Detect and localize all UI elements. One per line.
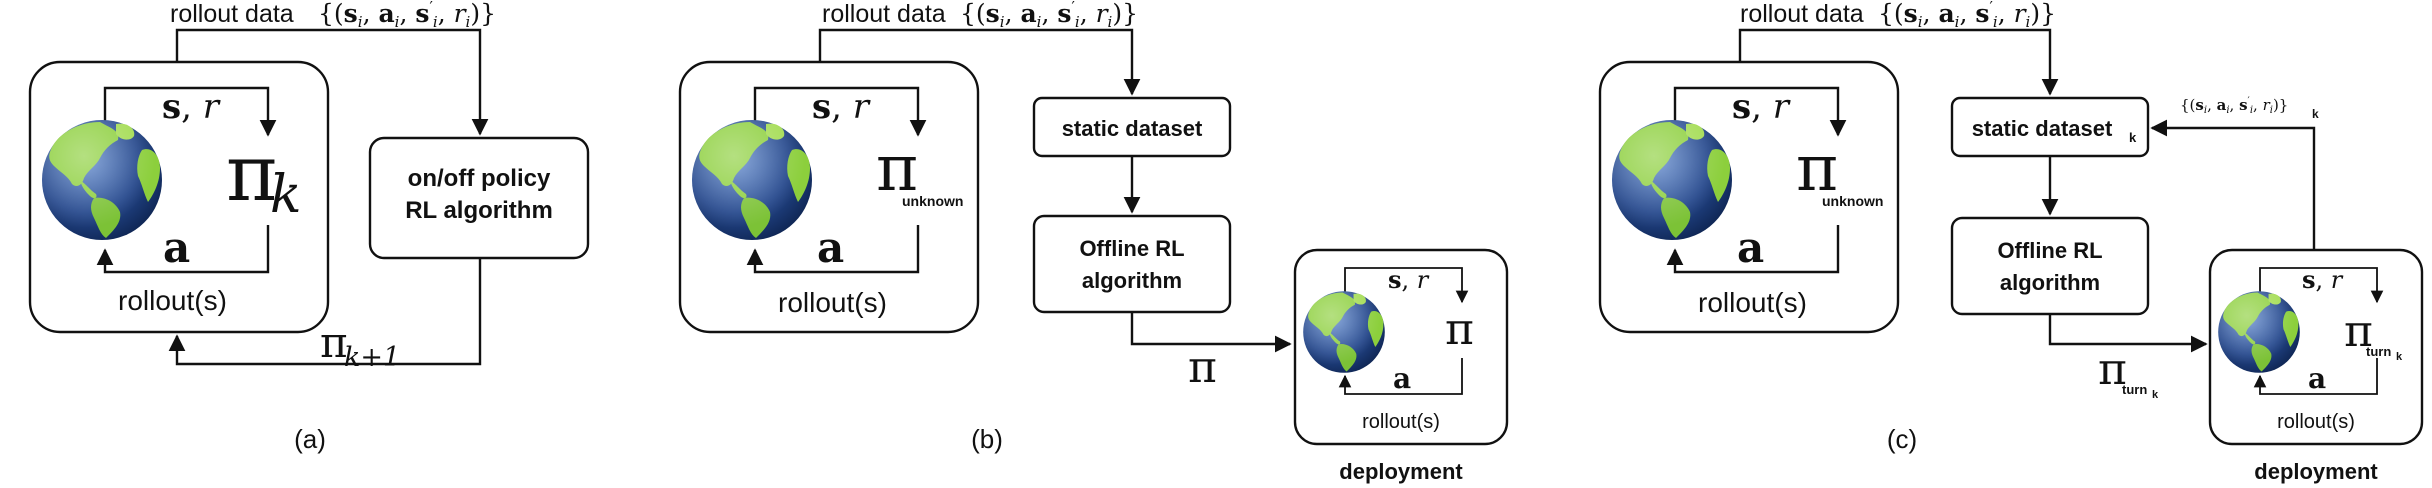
rollout-data-arrow xyxy=(1738,28,2059,96)
earth-icon xyxy=(692,120,812,240)
deployment-label: deployment xyxy=(2254,459,2378,484)
policy-label: π unknown xyxy=(1796,132,1883,209)
deploy-action-label: a xyxy=(1393,362,1411,395)
policy-label: π k xyxy=(226,129,302,225)
svg-text:unknown: unknown xyxy=(1822,193,1883,209)
deploy-rollouts-label: rollout(s) xyxy=(1362,411,1440,433)
rollout-data-label: rollout data xyxy=(822,0,946,28)
deploy-rollouts-label: rollout(s) xyxy=(2277,411,2355,433)
action-arrow xyxy=(96,225,270,274)
policy-output-arrow xyxy=(1130,312,1292,353)
svg-text:π: π xyxy=(876,132,918,206)
rl-algorithm-line2: RL algorithm xyxy=(405,197,553,224)
offline-rl-box xyxy=(1950,216,2150,316)
rollout-data-arrow xyxy=(175,28,489,136)
state-reward-label: s, r xyxy=(162,87,221,127)
offline-rl-line1: Offline RL xyxy=(1079,236,1184,261)
deployment-label: deployment xyxy=(1339,459,1463,484)
svg-text:π: π xyxy=(226,129,277,219)
caption-c: (c) xyxy=(1887,424,1917,454)
policy-output-arrow xyxy=(2048,314,2208,353)
svg-text:{(si, ai, s′i, ri)}: {(si, ai, s′i, ri)} xyxy=(2180,96,2288,116)
svg-text:turn: turn xyxy=(2366,344,2391,359)
earth-icon xyxy=(42,120,162,240)
policy-update-arrow xyxy=(168,258,482,366)
deploy-action-arrow xyxy=(2253,358,2378,395)
action-label: a xyxy=(817,223,844,272)
state-reward-label: s, r xyxy=(1732,87,1791,127)
svg-text:unknown: unknown xyxy=(902,193,963,209)
static-dataset-label: static dataset xyxy=(1062,116,1203,141)
caption-b: (b) xyxy=(971,424,1003,454)
rl-algorithm-line1: on/off policy xyxy=(408,165,551,192)
action-label: a xyxy=(1737,223,1764,272)
earth-icon xyxy=(1612,120,1732,240)
deploy-policy-label: π xyxy=(1445,304,1474,355)
rollout-data-label: rollout data xyxy=(170,0,294,28)
deploy-state-reward-label: s, r xyxy=(2302,265,2344,294)
svg-text:k: k xyxy=(2396,351,2403,363)
output-policy-label: π turn k xyxy=(2098,344,2159,401)
action-arrow xyxy=(1666,225,1840,274)
deploy-state-reward-label: s, r xyxy=(1388,265,1430,294)
deploy-policy-label: π turn k xyxy=(2344,306,2403,363)
feedback-arrow xyxy=(2150,119,2316,250)
output-policy-label: π xyxy=(1188,342,1217,393)
caption-a: (a) xyxy=(294,424,326,454)
feedback-set-label: {(si, ai, s′i, ri)} k xyxy=(2180,96,2319,121)
action-label: a xyxy=(163,223,190,272)
svg-text:k: k xyxy=(2312,107,2319,121)
rollout-data-arrow xyxy=(818,28,1141,96)
rollout-data-set: {(si, ai, s′i, ri)} xyxy=(1878,0,2056,31)
svg-text:k+1: k+1 xyxy=(344,342,400,373)
rollout-data-label: rollout data xyxy=(1740,0,1864,28)
panel-b: rollout data {(si, ai, s′i, ri)} s, r π … xyxy=(678,0,1509,484)
offline-rl-line2: algorithm xyxy=(1082,268,1182,293)
earth-icon xyxy=(2218,291,2300,373)
state-reward-label: s, r xyxy=(812,87,871,127)
offline-rl-line1: Offline RL xyxy=(1997,238,2102,263)
next-policy-label: π k+1 xyxy=(320,318,400,373)
svg-text:π: π xyxy=(2098,344,2127,395)
rollouts-label: rollout(s) xyxy=(1698,287,1807,318)
action-arrow xyxy=(746,225,920,274)
panel-a: rollout data {(si, ai, s′i, ri)} s, r π … xyxy=(28,0,590,454)
svg-text:k: k xyxy=(270,165,302,225)
svg-text:static dataset: static dataset xyxy=(1972,116,2113,141)
static-dataset-label: static dataset k xyxy=(1972,116,2137,145)
offline-rl-box xyxy=(1032,214,1232,314)
deploy-action-arrow xyxy=(1338,358,1463,395)
rollout-data-set: {(si, ai, s′i, ri)} xyxy=(318,0,496,31)
svg-text:turn: turn xyxy=(2122,382,2147,397)
policy-label: π unknown xyxy=(876,132,963,209)
svg-text:k: k xyxy=(2129,130,2137,145)
offline-rl-line2: algorithm xyxy=(2000,270,2100,295)
svg-text:π: π xyxy=(2344,306,2373,357)
svg-text:π: π xyxy=(320,318,348,367)
svg-text:k: k xyxy=(2152,389,2159,401)
rollouts-label: rollout(s) xyxy=(778,287,887,318)
rollouts-label: rollout(s) xyxy=(118,285,227,316)
deploy-action-label: a xyxy=(2308,362,2326,395)
earth-icon xyxy=(1303,291,1385,373)
svg-text:π: π xyxy=(1796,132,1838,206)
rollout-data-set: {(si, ai, s′i, ri)} xyxy=(960,0,1138,31)
panel-c: rollout data {(si, ai, s′i, ri)} s, r π … xyxy=(1598,0,2424,484)
